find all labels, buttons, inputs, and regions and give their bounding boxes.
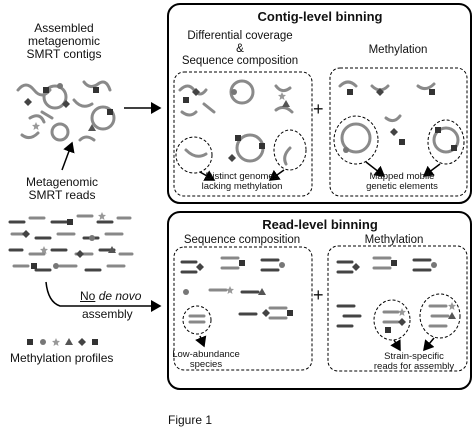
assembled-label-line-1: Assembled [34,21,94,35]
arrow-reads-to-contigs [61,141,75,171]
smrt-reads-label: Metagenomic SMRT reads [25,175,99,203]
contig-right-dashed-box [329,67,468,197]
read-right-caption-line-1: Strain-specific [384,351,444,362]
figure-caption: Figure 1 [167,413,213,427]
low-abundance-circle [182,305,212,335]
mobile-elements-pointer-1 [365,161,386,177]
read-panel-title: Read-level binning [262,217,378,232]
reads-label-line-2: SMRT reads [28,188,96,203]
read-right-caption-line-2: reads for assembly [373,361,455,373]
read-left-caption-line-1: Low-abundance [172,349,240,360]
contig-left-heading: Differential coverage & Sequence composi… [182,30,298,68]
strain-specific-circle-1 [373,299,411,341]
methylation-profile-symbols [27,338,98,346]
read-right-heading: Methylation [364,234,424,246]
contig-right-marks [343,88,457,153]
read-right-dashed-box [327,245,468,372]
smrt-reads-cluster [8,214,134,272]
contig-plus-sign: + [313,99,324,119]
distinct-genomes-circle-2 [273,129,307,171]
contig-left-heading-line-3: Sequence composition [181,55,299,68]
contig-left-heading-line-1: Differential coverage [187,30,293,42]
distinct-genomes-circle-1 [175,136,213,174]
contig-panel-frame [167,3,472,204]
contig-left-caption-line-2: lacking methylation [201,181,283,193]
read-left-caption: Low-abundance species [172,349,240,371]
contig-left-dashed-box [173,71,313,197]
contig-left-caption: Distinct genomes lacking methylation [201,171,283,193]
de-novo-label: de novo [98,289,142,303]
read-right-marks [352,260,456,333]
read-left-contents [180,256,288,324]
arrow-reads-to-read-panel [45,281,162,312]
assembled-label-line-3: SMRT contigs [26,47,102,62]
strain-specific-pointer-2 [423,337,435,352]
methylation-profiles-label: Methylation profiles [10,351,114,365]
reads-label-line-1: Metagenomic [25,175,99,189]
mobile-elements-circle-2 [427,119,465,165]
read-right-contents [336,256,450,328]
read-right-caption: Strain-specific reads for assembly [373,351,455,373]
mobile-elements-circle-1 [333,115,379,165]
low-abundance-pointer [195,335,207,348]
contig-right-caption-line-1: Mapped mobile [369,171,435,182]
distinct-genomes-pointer-2 [268,169,285,181]
assembled-contigs-label: Assembled metagenomic SMRT contigs [26,21,102,62]
contig-right-heading: Methylation [368,44,428,56]
distinct-genomes-pointer-1 [199,170,216,181]
contig-panel-title: Contig-level binning [257,9,383,24]
no-de-novo-label: No de novo [80,289,142,303]
mobile-elements-pointer-2 [422,163,441,177]
read-plus-sign: + [313,285,324,305]
strain-specific-circle-2 [419,293,461,339]
read-left-dashed-box [173,246,313,371]
contig-left-caption-line-1: Distinct genomes [205,171,279,182]
assembled-contigs-cluster [16,80,116,142]
read-left-caption-line-2: species [189,359,223,371]
contig-right-contents [338,80,460,154]
contig-right-caption-line-2: genetic elements [366,181,438,193]
read-left-heading: Sequence composition [183,234,301,246]
strain-specific-pointer-1 [390,339,401,352]
read-panel-frame [167,211,472,390]
no-label: No [80,289,96,303]
assembly-label: assembly [82,307,133,321]
contig-left-heading-line-2: & [236,42,244,55]
assembled-label-line-2: metagenomic [27,34,101,49]
contig-right-caption: Mapped mobile genetic elements [366,171,438,193]
